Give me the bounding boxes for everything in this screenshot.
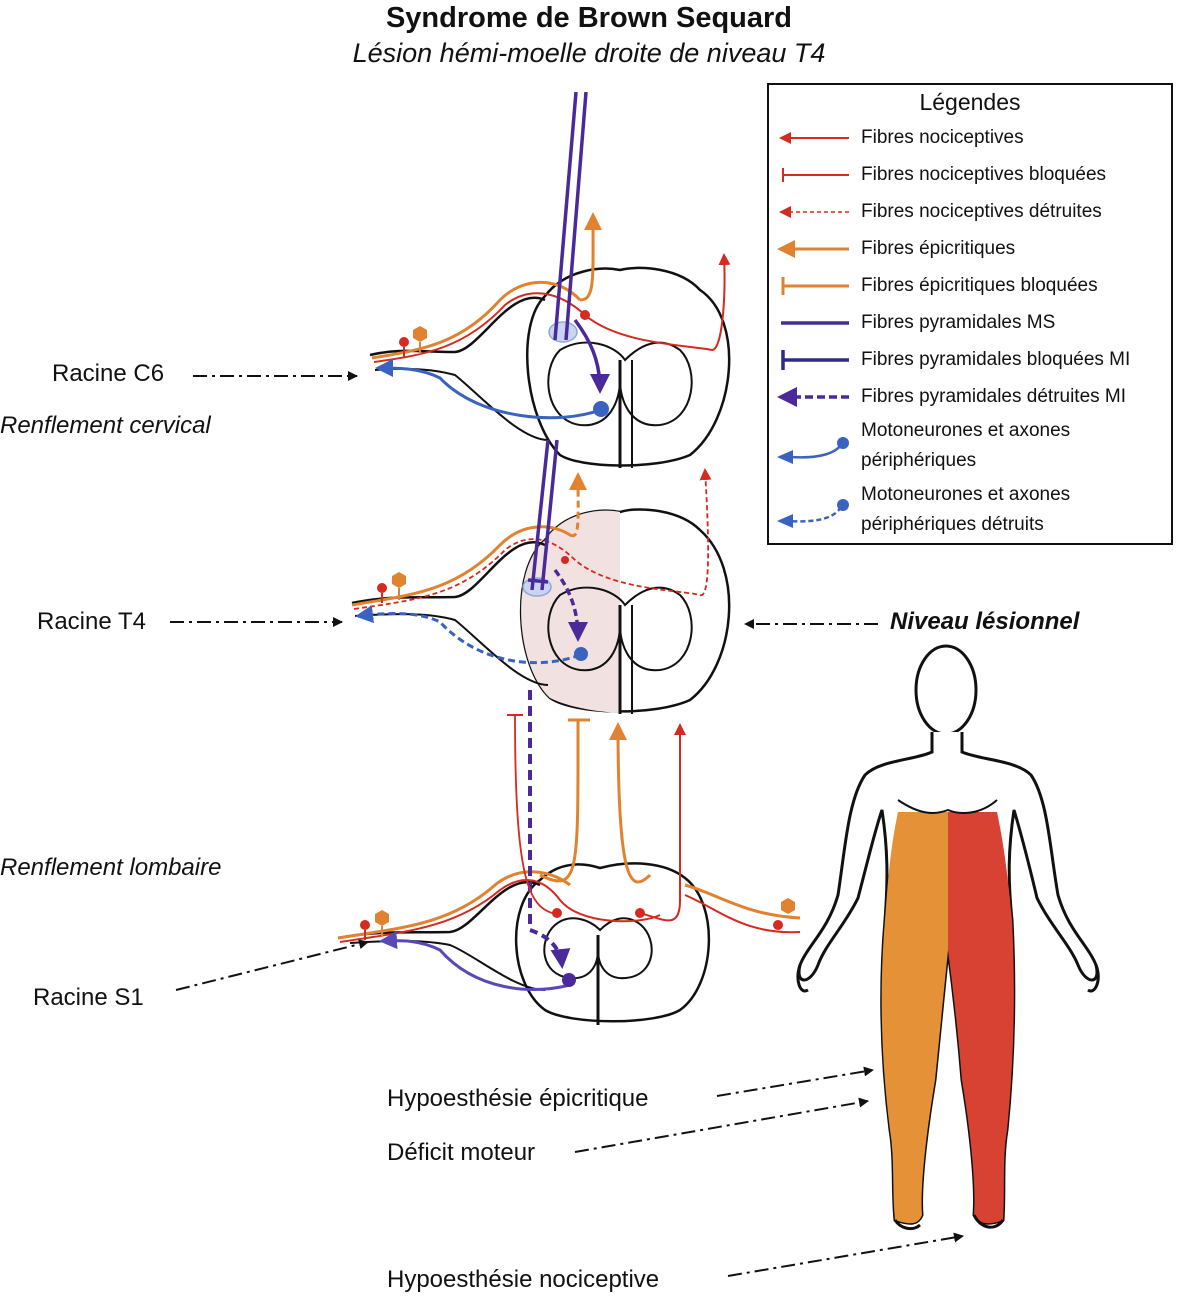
label-niveau-lesionnel: Niveau lésionnel [890,608,1080,635]
legend-item-label: Fibres nociceptives bloquées [861,164,1107,185]
destroyed-pyramidal-fiber-icon [777,387,849,407]
spinal-segment-c6 [369,212,731,468]
label-racine-s1: Racine S1 [33,984,144,1011]
legend-item-label: Fibres pyramidales bloquées MI [861,349,1131,370]
label-racine-c6: Racine C6 [52,360,165,387]
epicritic-fiber-icon [777,240,849,258]
legend-item-label: Fibres nociceptives détruites [861,201,1102,222]
pyramidal-fiber-icon [781,321,849,325]
legend-item-label: Fibres épicritiques bloquées [861,275,1098,296]
body-right-half-orange [881,812,948,1224]
ascending-descending-tracts [507,91,686,969]
label-hypoesthesie-epicritique: Hypoesthésie épicritique [387,1085,649,1112]
label-renflement-lombaire: Renflement lombaire [0,854,222,881]
legend-item-label: Fibres pyramidales MS [861,312,1056,333]
spinal-segment-s1 [337,862,801,1025]
page-title: Syndrome de Brown Sequard [385,2,793,34]
blocked-pyramidal-fiber-icon [781,350,849,370]
legend-item-label: Motoneurones et axones périphériques dét… [861,484,1071,535]
page-subtitle: Lésion hémi-moelle droite de niveau T4 [352,38,826,68]
legend-item-label: Motoneurones et axones périphériques [861,420,1071,471]
label-racine-t4: Racine T4 [37,608,146,635]
body-head [914,644,978,736]
legend-title: Légendes [919,89,1021,115]
destroyed-motoneuron-icon [777,499,849,528]
label-renflement-cervical: Renflement cervical [0,412,211,439]
annotation-arrows [170,371,964,1277]
blocked-nociceptive-fiber-icon [782,168,849,182]
legend-box: Légendes Fibres nociceptives Fibres noci… [767,83,1173,545]
blocked-epicritic-fiber-icon [781,277,849,295]
label-deficit-moteur: Déficit moteur [387,1139,536,1166]
body-outline [797,732,1099,1225]
body-left-half-red [948,812,1014,1224]
human-body-figure [796,644,1100,1231]
legend-item-label: Fibres épicritiques [861,238,1016,259]
label-hypoesthesie-nociceptive: Hypoesthésie nociceptive [387,1266,660,1293]
motoneuron-icon [777,437,849,464]
legend-item-label: Fibres nociceptives [861,127,1024,148]
nociceptive-fiber-icon [779,132,849,144]
legend-item-label: Fibres pyramidales détruites MI [861,386,1127,407]
destroyed-nociceptive-fiber-icon [779,206,849,218]
